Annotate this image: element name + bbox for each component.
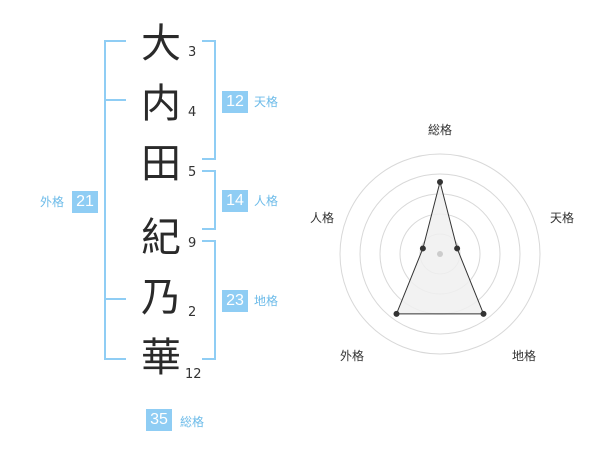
radar-axis-label: 総格 (428, 122, 452, 137)
radar-axis-label: 地格 (512, 348, 536, 363)
chikaku-value: 23 (222, 290, 248, 312)
name-char: 内 (141, 81, 181, 127)
gaikaku-label: 外格 (40, 195, 65, 209)
stroke-count: 5 (188, 165, 197, 180)
radar-ring (339, 153, 541, 355)
jinkaku-bracket (202, 170, 216, 230)
radar-point (393, 310, 400, 317)
chikaku-label: 地格 (254, 294, 279, 308)
stroke-count: 2 (188, 305, 197, 320)
radar-polygon (395, 181, 485, 315)
soukaku-label: 総格 (180, 415, 205, 429)
bracket-tick (104, 99, 126, 101)
stroke-count: 3 (188, 45, 197, 60)
stroke-count: 12 (185, 367, 202, 382)
name-char: 紀 (141, 215, 181, 261)
radar-point (480, 310, 487, 317)
radar-axis-label: 天格 (550, 210, 574, 225)
radar-point (419, 245, 426, 252)
radar-point (437, 179, 443, 185)
radar-axis-label: 外格 (340, 348, 364, 363)
radar-point (454, 245, 461, 252)
tenkaku-value: 12 (222, 91, 248, 113)
tenkaku-label: 天格 (254, 95, 279, 109)
gaikaku-value: 21 (72, 191, 98, 213)
stroke-count: 9 (188, 236, 197, 251)
soukaku-value: 35 (146, 409, 172, 431)
gaikaku-bracket (104, 40, 126, 360)
stroke-count: 4 (188, 105, 197, 120)
jinkaku-value: 14 (222, 190, 248, 212)
bracket-tick (104, 298, 126, 300)
radar-axis-label: 人格 (310, 210, 334, 225)
chikaku-bracket (202, 240, 216, 360)
name-char: 乃 (141, 275, 181, 321)
name-char: 華 (141, 335, 181, 381)
jinkaku-label: 人格 (254, 194, 279, 208)
name-char: 大 (141, 21, 181, 67)
radar-ring (359, 173, 521, 335)
tenkaku-bracket (202, 40, 216, 160)
name-char: 田 (141, 141, 181, 187)
radar-center-dot (437, 251, 443, 257)
